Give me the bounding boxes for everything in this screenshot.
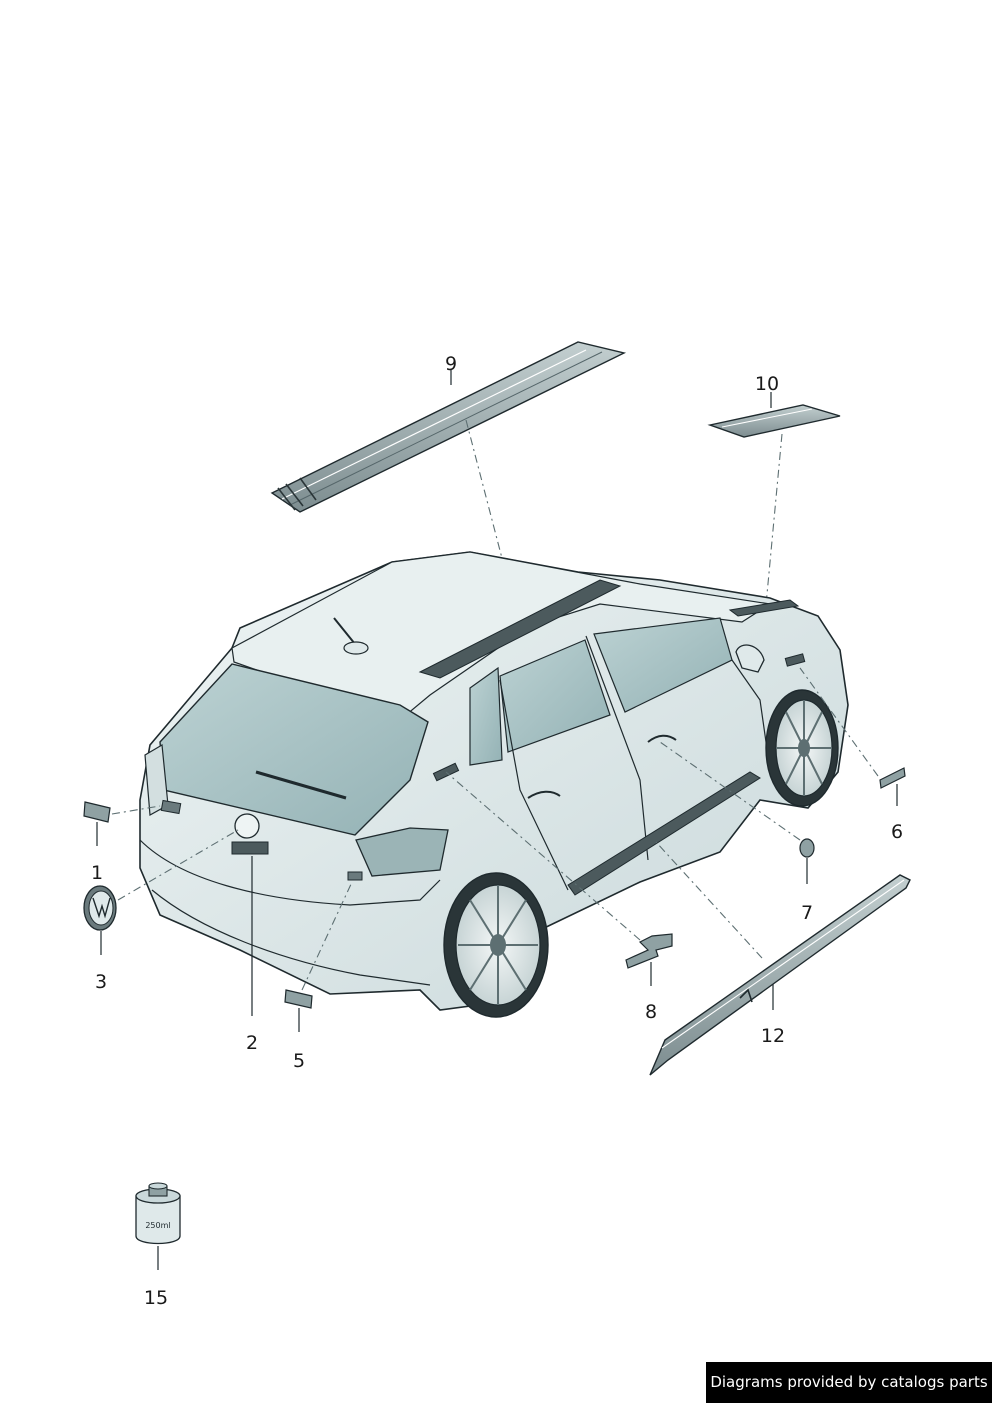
cap-part-7[interactable] xyxy=(799,838,815,858)
badge-part-6[interactable] xyxy=(879,767,906,789)
callout-2: 2 xyxy=(245,1032,259,1054)
roof-strip-part-9[interactable] xyxy=(270,341,627,513)
car-illustration xyxy=(139,551,849,1018)
dashed-leader-3 xyxy=(117,829,239,901)
dashed-leader-10 xyxy=(765,433,783,606)
badge-part-8[interactable] xyxy=(625,933,673,969)
can-label: 250ml xyxy=(145,1221,170,1230)
callout-6: 6 xyxy=(890,821,904,843)
callout-9: 9 xyxy=(444,353,458,375)
callout-7: 7 xyxy=(800,902,814,924)
credit-banner: Diagrams provided by catalogs parts xyxy=(706,1362,992,1403)
dashed-leader-8 xyxy=(445,771,641,941)
vw-emblem-part-3[interactable] xyxy=(83,885,117,931)
callout-12: 12 xyxy=(760,1025,786,1047)
callout-15: 15 xyxy=(143,1287,169,1309)
callout-8: 8 xyxy=(644,1001,658,1023)
callout-1: 1 xyxy=(90,862,104,884)
badge-part-1[interactable] xyxy=(83,801,111,823)
dashed-leader-12 xyxy=(655,841,763,959)
dashed-leader-7 xyxy=(659,741,801,841)
paint-can-part-15[interactable]: 250ml xyxy=(135,1182,181,1245)
side-strip-part-12[interactable] xyxy=(649,874,911,1076)
dashed-leader-5 xyxy=(301,881,353,991)
callout-10: 10 xyxy=(754,373,780,395)
callout-3: 3 xyxy=(94,971,108,993)
spoiler-strip-part-10[interactable] xyxy=(707,404,841,438)
dashed-leader-1 xyxy=(111,805,161,815)
dashed-leader-6 xyxy=(799,667,879,777)
callout-5: 5 xyxy=(292,1050,306,1072)
badge-part-5[interactable] xyxy=(284,989,313,1009)
